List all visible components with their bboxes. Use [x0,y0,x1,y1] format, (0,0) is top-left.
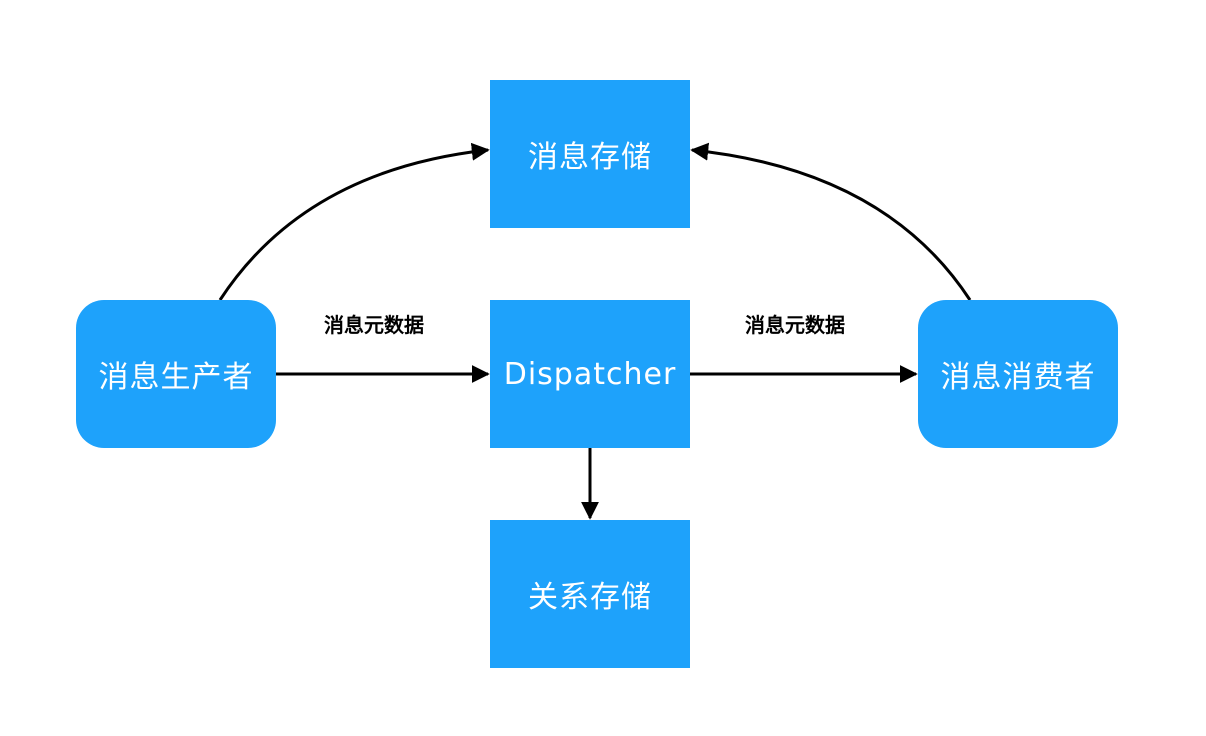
message-producer-node[interactable]: 消息生产者 [76,300,276,448]
message-consumer-node[interactable]: 消息消费者 [918,300,1118,448]
edge-label-dispatcher-consumer: 消息元数据 [745,313,845,337]
relation-storage-node[interactable]: 关系存储 [490,520,690,668]
message-storage-label: 消息存储 [528,140,652,175]
edge-producer-to-storage [218,142,490,301]
dispatcher-node[interactable]: Dispatcher [490,300,690,448]
message-producer-label: 消息生产者 [98,360,254,395]
dispatcher-label: Dispatcher [503,356,677,392]
relation-storage-label: 关系存储 [528,580,652,615]
edge-label-producer-dispatcher: 消息元数据 [324,313,424,337]
edge-consumer-to-storage [690,142,972,301]
message-storage-node[interactable]: 消息存储 [490,80,690,228]
message-consumer-label: 消息消费者 [940,360,1096,395]
